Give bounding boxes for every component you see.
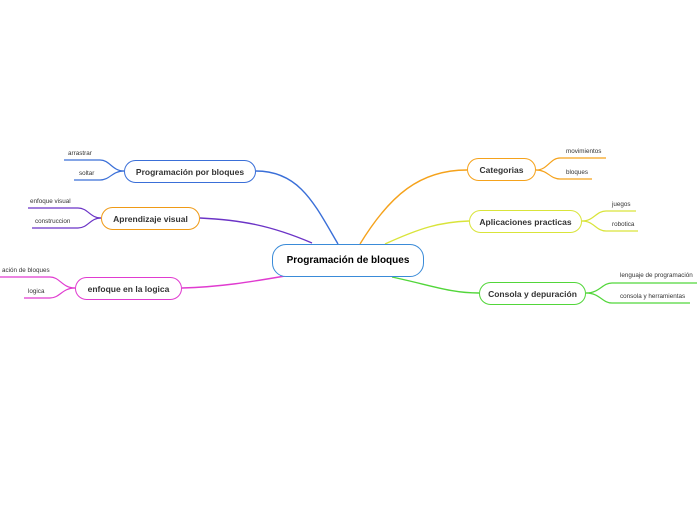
leaf-enfoque-visual[interactable]: enfoque visual bbox=[30, 198, 71, 205]
leaf-bloques[interactable]: bloques bbox=[566, 169, 589, 176]
branch-categorias[interactable]: Categorias bbox=[467, 158, 536, 181]
branch-enfoque-en-la-logica[interactable]: enfoque en la logica bbox=[75, 277, 182, 300]
leaf-consola-y-herramientas[interactable]: consola y herramientas bbox=[620, 293, 686, 300]
link-enfoque-en-la-logica bbox=[181, 275, 286, 289]
leaf-juegos[interactable]: juegos bbox=[612, 201, 631, 208]
link-categorias bbox=[359, 169, 468, 245]
leaf-construccion[interactable]: construccion bbox=[35, 218, 71, 225]
leaf-movimientos[interactable]: movimientos bbox=[566, 148, 602, 155]
branch-programacion-por-bloques[interactable]: Programación por bloques bbox=[124, 160, 256, 183]
link-programacion-por-bloques bbox=[255, 170, 339, 245]
leaf-lenguaje-de-programacion[interactable]: lenguaje de programación bbox=[620, 272, 693, 279]
link-aprendizaje-visual bbox=[199, 217, 313, 244]
link-consola-depuracion bbox=[391, 276, 480, 294]
leaf-robotica[interactable]: robotica bbox=[612, 221, 635, 228]
branch-aplicaciones-practicas[interactable]: Aplicaciones practicas bbox=[469, 210, 582, 233]
leaf-logica[interactable]: logica bbox=[28, 288, 45, 295]
central-topic[interactable]: Programación de bloques bbox=[272, 244, 424, 277]
leaf-arrastrar[interactable]: arrastrar bbox=[68, 150, 92, 157]
branch-aprendizaje-visual[interactable]: Aprendizaje visual bbox=[101, 207, 200, 230]
link-aplicaciones-practicas bbox=[384, 220, 470, 245]
leaf-soltar[interactable]: soltar bbox=[79, 170, 95, 177]
branch-consola-depuracion[interactable]: Consola y depuración bbox=[479, 282, 586, 305]
leaf-creacion-de-bloques[interactable]: ación de bloques bbox=[2, 267, 50, 274]
